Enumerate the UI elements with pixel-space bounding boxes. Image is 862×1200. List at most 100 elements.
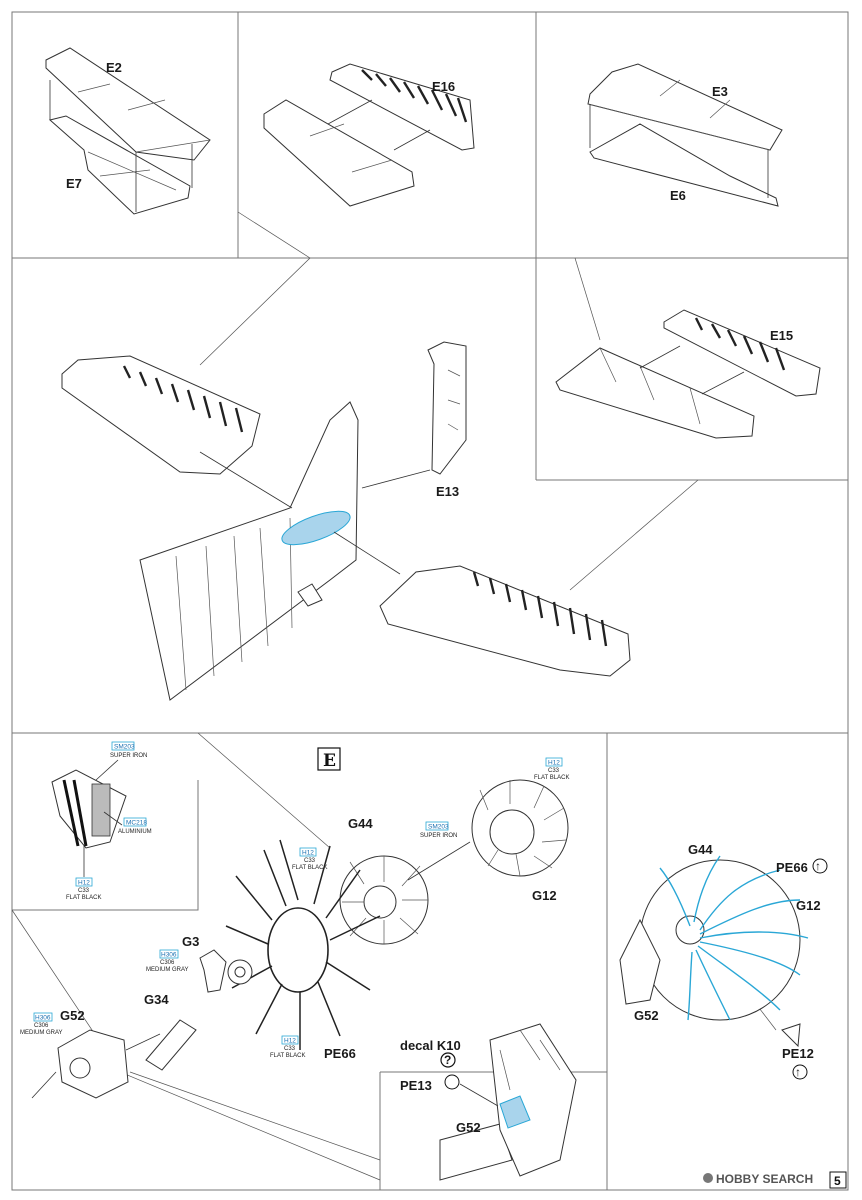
svg-text:H306: H306 [35, 1015, 51, 1022]
e16-ribs [361, 69, 468, 123]
panel-engine: E [31, 747, 569, 1099]
label-e13: E13 [436, 484, 459, 499]
part-e7 [48, 115, 191, 215]
watermark: HOBBY SEARCH [716, 1172, 813, 1186]
label-pe12-right: PE12 [782, 1046, 814, 1061]
svg-text:C33: C33 [284, 1046, 296, 1052]
label-e3: E3 [712, 84, 728, 99]
svg-text:SUPER IRON: SUPER IRON [420, 833, 457, 839]
svg-text:C33: C33 [304, 858, 316, 864]
svg-text:C33: C33 [78, 888, 90, 894]
svg-text:C306: C306 [34, 1023, 49, 1029]
svg-text:FLAT BLACK: FLAT BLACK [66, 895, 101, 901]
label-g12-right: G12 [796, 898, 821, 913]
panel-e16: E16 [263, 63, 475, 207]
paint-h12-d: H12 C33 FLAT BLACK [270, 1035, 305, 1059]
svg-text:H12: H12 [284, 1038, 296, 1045]
panel-e3-e6: E3 E6 [587, 63, 783, 207]
highlight-area [281, 510, 351, 546]
svg-text:MEDIUM GRAY: MEDIUM GRAY [146, 967, 189, 973]
svg-text:C306: C306 [160, 960, 175, 966]
svg-text:MC218: MC218 [126, 820, 147, 827]
paint-h12-c: H12 C33 FLAT BLACK [534, 757, 569, 781]
svg-text:↑: ↑ [795, 1065, 801, 1079]
part-e16 [329, 63, 475, 151]
svg-text:MEDIUM GRAY: MEDIUM GRAY [20, 1030, 63, 1036]
label-g3: G3 [182, 934, 199, 949]
svg-text:ALUMINIUM: ALUMINIUM [118, 829, 152, 835]
svg-text:FLAT BLACK: FLAT BLACK [270, 1053, 305, 1059]
label-g52-detail: G52 [456, 1120, 481, 1135]
svg-text:FLAT BLACK: FLAT BLACK [292, 865, 327, 871]
label-e2: E2 [106, 60, 122, 75]
ignition-harness-pe66 [225, 839, 381, 1050]
part-g3 [199, 949, 227, 993]
svg-text:C33: C33 [548, 768, 560, 774]
svg-text:H12: H12 [302, 850, 314, 857]
part-e16-wing [263, 99, 415, 207]
footer: HOBBY SEARCH 5 [703, 1171, 847, 1189]
label-g52: G52 [60, 1008, 85, 1023]
label-g52-right: G52 [634, 1008, 659, 1023]
paint-h12-b: H12 C33 FLAT BLACK [292, 847, 327, 871]
paint-h306-b: H306 C306 MEDIUM GRAY [20, 1012, 63, 1036]
svg-text:SUPER IRON: SUPER IRON [110, 753, 147, 759]
e15-ribs [694, 317, 786, 371]
svg-text:H12: H12 [78, 880, 90, 887]
label-e16: E16 [432, 79, 455, 94]
harness-wires [659, 855, 809, 1021]
left-stabilizer-ribs [122, 365, 244, 433]
svg-text:↑: ↑ [815, 859, 821, 873]
paint-mc218: MC218 ALUMINIUM [118, 817, 152, 835]
svg-text:H306: H306 [161, 952, 177, 959]
svg-text:H12: H12 [548, 760, 560, 767]
page-number: 5 [834, 1174, 841, 1188]
pe13-part-icon [444, 1074, 460, 1090]
hobby-search-logo-icon [703, 1173, 713, 1183]
paint-callouts: SM203 SUPER IRON MC218 ALUMINIUM H12 C33… [20, 741, 569, 1059]
label-g44-right: G44 [688, 842, 713, 857]
paint-h12-a: H12 C33 FLAT BLACK [66, 877, 101, 901]
svg-text:SM203: SM203 [428, 824, 449, 831]
panel-e15: E15 [555, 309, 821, 439]
paint-h306-a: H306 C306 MEDIUM GRAY [146, 949, 189, 973]
tailwheel [297, 583, 323, 607]
label-g44: G44 [348, 816, 373, 831]
right-stabilizer-ribs [472, 571, 608, 647]
part-g34 [145, 1019, 197, 1071]
panel-engine-assembled: ↑ ↑ G44 PE66 G12 G52 PE12 [619, 842, 828, 1080]
label-e15: E15 [770, 328, 793, 343]
paint-sm203-a: SM203 SUPER IRON [110, 741, 147, 759]
crankcase-g12 [471, 779, 569, 877]
pe12-arrow-icon [792, 1064, 808, 1080]
left-stabilizer [61, 355, 261, 475]
cylinders-g44 [339, 855, 429, 945]
svg-text:SM203: SM203 [114, 744, 135, 751]
panel-tail-assembly: E13 [61, 341, 631, 701]
label-pe66-right: PE66 [776, 860, 808, 875]
label-pe13: PE13 [400, 1078, 432, 1093]
part-e6 [589, 123, 779, 207]
label-e6: E6 [670, 188, 686, 203]
label-pe66: PE66 [324, 1046, 356, 1061]
label-g12: G12 [532, 888, 557, 903]
label-e7: E7 [66, 176, 82, 191]
paint-sm203-b: SM203 SUPER IRON [420, 821, 457, 839]
section-e-badge: E [323, 751, 336, 771]
question-icon [440, 1052, 456, 1068]
part-e2 [45, 47, 211, 161]
fuselage [139, 401, 359, 701]
svg-text:FLAT BLACK: FLAT BLACK [534, 775, 569, 781]
panel-decal-detail: ? decal K10 PE13 G52 [400, 1023, 577, 1181]
svg-text:?: ? [444, 1053, 451, 1067]
part-e15 [663, 309, 821, 397]
label-g34: G34 [144, 992, 169, 1007]
part-e15-wing [555, 347, 755, 439]
part-e13 [427, 341, 467, 475]
right-stabilizer [379, 565, 631, 677]
pe66-arrow-icon [812, 858, 828, 874]
panel-e2-e7: E2 E7 [45, 47, 211, 215]
label-decal-k10: decal K10 [400, 1038, 461, 1053]
part-g52 [57, 1029, 129, 1099]
